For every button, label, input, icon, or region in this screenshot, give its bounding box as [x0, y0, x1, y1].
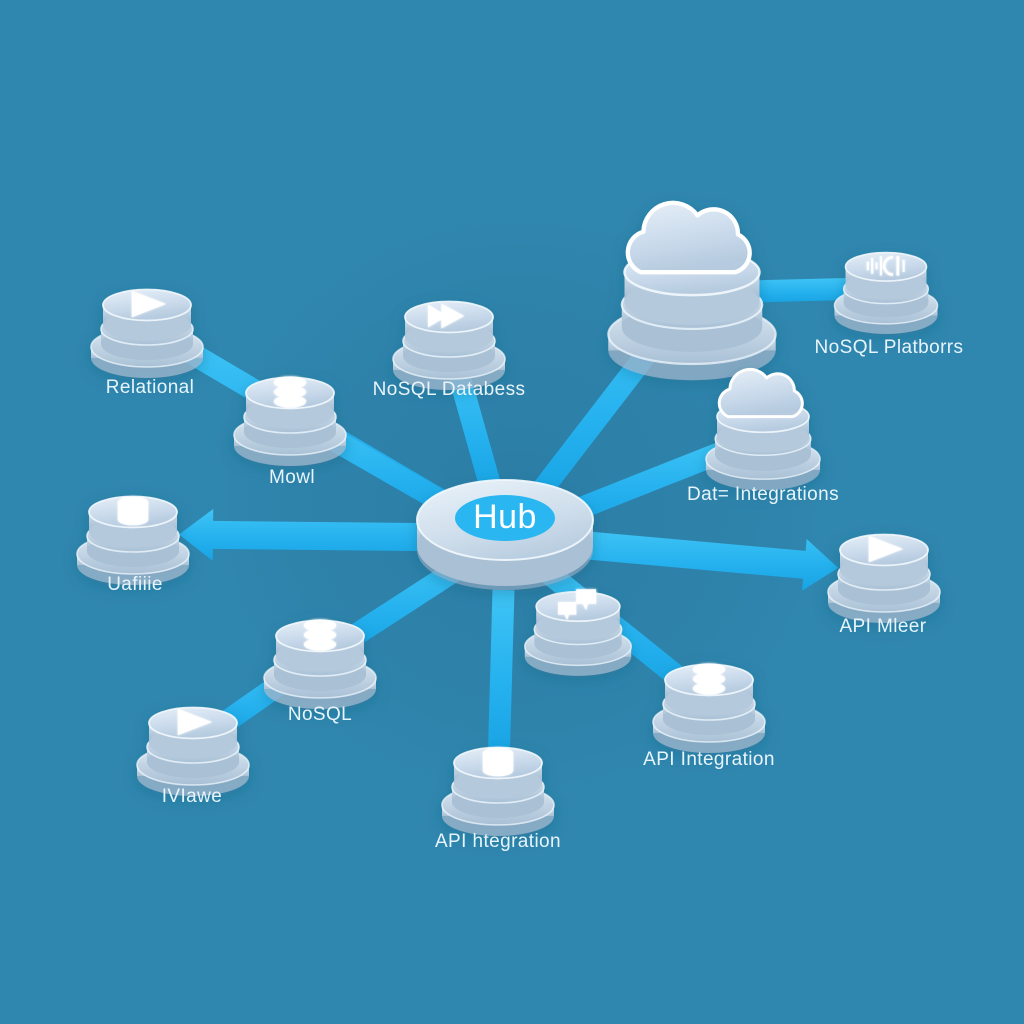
connector-hub-to-api-mleer: [555, 528, 839, 591]
database-stack-icon: [303, 619, 337, 651]
node-label-nosql-platborrs: NoSQL Platborrs: [815, 337, 964, 358]
band: [446, 364, 502, 491]
node-api-mleer[interactable]: [827, 533, 941, 624]
band: [339, 557, 468, 651]
glyph-strip-icon: [866, 255, 905, 276]
node-label-uafiiie: Uafiiie: [107, 574, 163, 595]
cloud-icon: [625, 200, 752, 275]
node-mawe[interactable]: [136, 706, 250, 797]
hub-inset: [455, 495, 555, 541]
cylinder-db-icon: [117, 496, 149, 526]
arrow-right: [555, 528, 839, 591]
connector-hub-to-api-htegration-bottom: [487, 589, 515, 756]
node-mowl[interactable]: [233, 376, 347, 466]
hub-label: Hub: [473, 498, 537, 536]
node-layer: Hub: [76, 200, 941, 837]
node-label-api-htegration-bottom: API htegration: [435, 831, 561, 852]
band: [310, 420, 466, 522]
node-uafiiie[interactable]: [76, 495, 190, 586]
node-api-integration-right[interactable]: [652, 663, 766, 753]
node-label-mawe: IVIawe: [162, 786, 223, 807]
connector-hub-to-nosql-databess: [446, 364, 502, 491]
cloud-icon: [717, 367, 804, 419]
connector-hub-to-nosql-left: [339, 557, 468, 651]
node-relational[interactable]: [90, 288, 204, 379]
database-stack-icon: [692, 663, 726, 695]
connector-hub-to-data-integrations: [549, 436, 740, 530]
node-label-api-integration-right: API Integration: [643, 749, 775, 770]
node-nosql-databess[interactable]: [392, 300, 506, 391]
node-label-nosql-left: NoSQL: [288, 704, 352, 725]
node-nosql-platborrs[interactable]: [833, 251, 939, 334]
node-label-nosql-databess: NoSQL Databess: [373, 379, 526, 400]
node-nosql-left[interactable]: [263, 619, 377, 709]
connector-hub-to-uafiiie: [179, 508, 454, 561]
node-label-relational: Relational: [106, 377, 195, 398]
database-stack-icon: [273, 376, 307, 408]
band: [487, 589, 515, 756]
node-data-integrations[interactable]: [705, 367, 821, 491]
node-label-data-integrations: Dat= Integrations: [687, 484, 839, 505]
hub-node[interactable]: Hub: [416, 479, 594, 590]
node-chat-node[interactable]: [524, 589, 632, 676]
arrow-left: [179, 508, 454, 561]
play-triangle-icon: [868, 535, 903, 563]
node-cloud-large[interactable]: [607, 200, 777, 381]
speech-bubbles-icon: [558, 589, 597, 620]
node-label-mowl: Mowl: [269, 467, 315, 488]
node-label-api-mleer: API Mleer: [839, 616, 926, 637]
cylinder-db-icon: [482, 747, 514, 777]
play-triangle-icon: [131, 290, 166, 318]
connector-hub-to-mowl: [310, 420, 466, 522]
band: [549, 436, 740, 530]
fast-forward-icon: [428, 303, 465, 329]
play-triangle-icon: [177, 708, 212, 736]
node-api-htegration-bottom[interactable]: [441, 746, 555, 837]
